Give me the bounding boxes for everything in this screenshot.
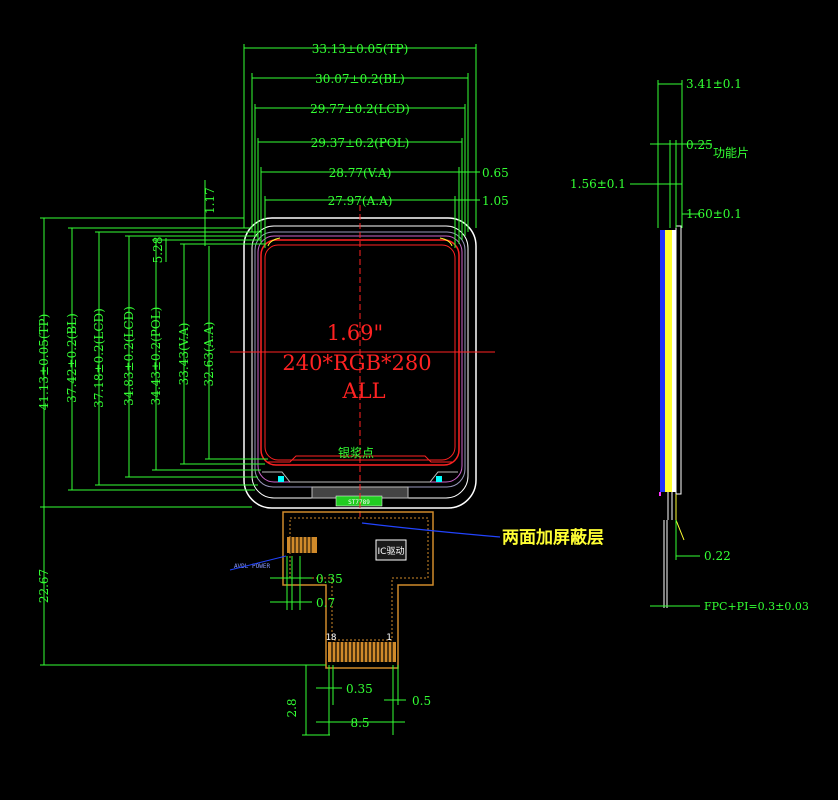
dim-fpc-035-upper: 0.35 [316, 572, 343, 586]
side-fpc-offset: 0.22 [704, 549, 731, 563]
dim-fpc-07: 0.7 [316, 596, 335, 610]
fpc-tail [282, 511, 434, 669]
shield-leader [361, 522, 501, 538]
dim-top-va: 28.77(V.A) [329, 166, 392, 180]
dim-fpc-28: 2.8 [285, 698, 299, 717]
side-lcd-thickness: 1.60±0.1 [686, 207, 742, 221]
small-tag: AVDL POWER [234, 563, 271, 570]
dim-fpc-035-lower: 0.35 [346, 682, 373, 696]
center-crosshair [230, 205, 495, 520]
dim-left-tp: 41.13±0.05(TP) [37, 314, 51, 411]
dim-left-lcd2: 34.83±0.2(LCD) [122, 306, 136, 406]
dim-top-065: 0.65 [482, 166, 509, 180]
top-dimension-lines [196, 44, 480, 248]
display-resolution: 240*RGB*280 [282, 351, 431, 375]
ground-point-label: 银浆点 [338, 445, 374, 460]
dim-top-lcd: 29.77±0.2(LCD) [310, 102, 410, 116]
side-film-label: 功能片 [713, 146, 749, 160]
left-dimension-lines [40, 217, 326, 666]
dim-top-aa: 27.97(A.A) [328, 194, 393, 208]
pin-1-label: 1 [386, 633, 391, 643]
dim-top-105: 1.05 [482, 194, 509, 208]
pin-18-label: 18 [326, 633, 337, 643]
dim-top-117: 1.17 [203, 187, 217, 214]
dim-left-fpc: 22.67 [37, 569, 51, 603]
ic-label: IC驱动 [378, 546, 405, 557]
side-film-value: 0.25 [686, 138, 713, 152]
side-total: 3.41±0.1 [686, 77, 742, 91]
dim-left-aa: 32.63(A.A) [202, 322, 216, 387]
driver-ic [375, 539, 407, 561]
dim-fpc-05: 0.5 [412, 694, 431, 708]
chip-label: ST7789 [348, 499, 370, 506]
side-view [659, 225, 685, 608]
fpc-dimension-lines [270, 556, 406, 736]
dim-left-lcd: 37.18±0.2(LCD) [92, 308, 106, 408]
side-fpc-pi: FPC+PI=0.3±0.03 [704, 600, 809, 613]
dim-top-tp: 33.13±0.05(TP) [312, 42, 409, 56]
side-tp-thickness: 1.56±0.1 [570, 177, 626, 191]
display-size: 1.69" [327, 321, 383, 345]
dim-top-bl: 30.07±0.2(BL) [315, 72, 405, 86]
display-view: ALL [341, 379, 385, 403]
dim-left-bl: 37.42±0.2(BL) [65, 313, 79, 403]
dim-top-pol: 29.37±0.2(POL) [311, 136, 410, 150]
dim-left-va: 33.43(V.A) [177, 323, 191, 386]
dim-left-pol: 34.43±0.2(POL) [149, 307, 163, 406]
side-dimension-lines [630, 80, 712, 607]
fpc-pads [328, 642, 396, 662]
dim-fpc-85: 8.5 [350, 716, 369, 730]
dim-left-528: 5.28 [151, 237, 165, 264]
shield-note: 两面加屏蔽层 [502, 527, 604, 548]
